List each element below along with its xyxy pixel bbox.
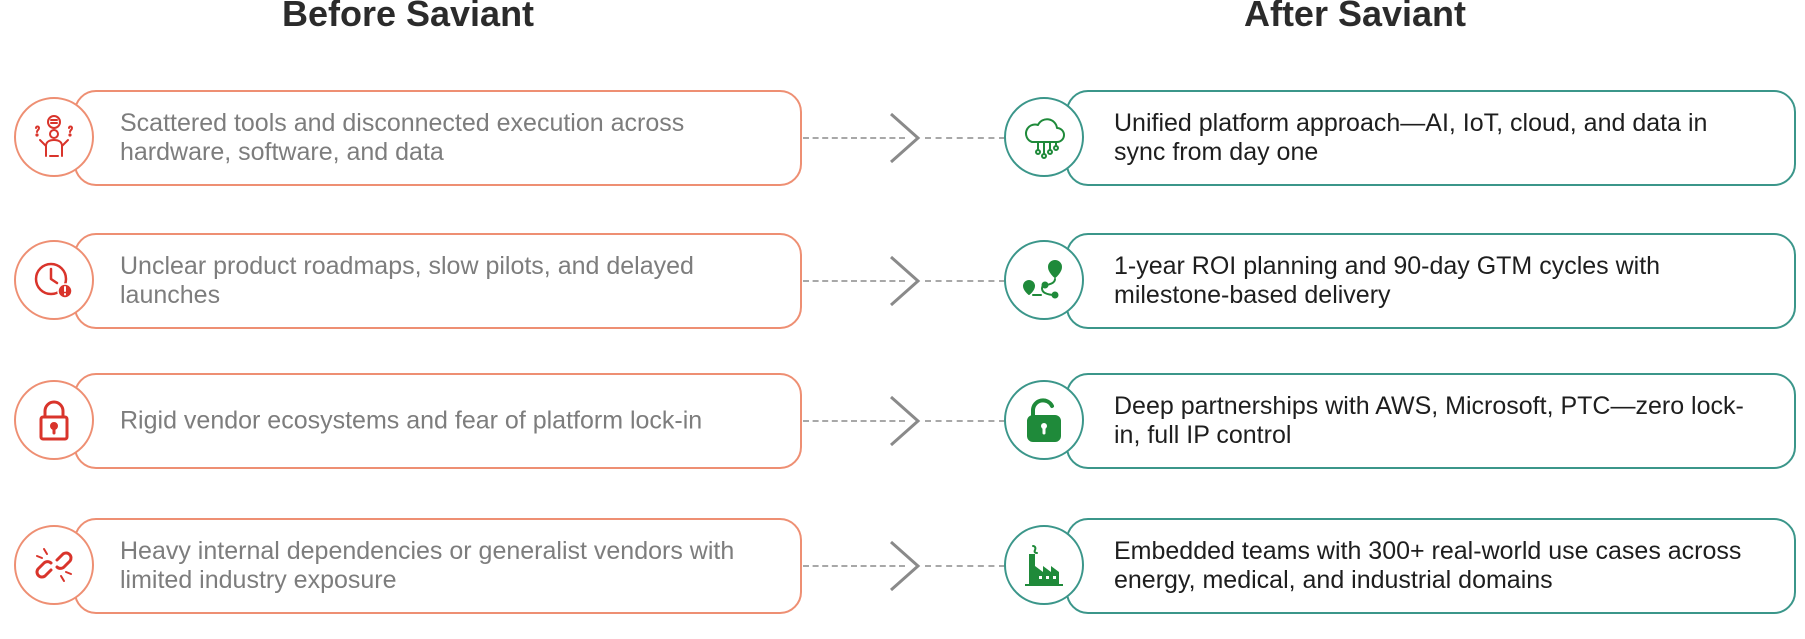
before-card-text: Unclear product roadmaps, slow pilots, a…	[120, 252, 694, 309]
dashed-connector	[925, 420, 1005, 422]
before-card: Rigid vendor ecosystems and fear of plat…	[74, 373, 802, 469]
lock-icon	[14, 380, 94, 460]
dashed-connector	[803, 280, 905, 282]
comparison-row: Heavy internal dependencies or generalis…	[0, 518, 1805, 622]
after-card: Embedded teams with 300+ real-world use …	[1066, 518, 1796, 614]
before-card: Unclear product roadmaps, slow pilots, a…	[74, 233, 802, 329]
unlock-icon	[1004, 380, 1084, 460]
after-card-text: Deep partnerships with AWS, Microsoft, P…	[1114, 392, 1744, 449]
before-column-title: Before Saviant	[281, 0, 535, 34]
dashed-connector	[925, 565, 1005, 567]
dashed-connector	[925, 137, 1005, 139]
before-card-text: Rigid vendor ecosystems and fear of plat…	[120, 406, 703, 435]
after-card-text: Embedded teams with 300+ real-world use …	[1114, 537, 1742, 594]
before-card-text: Heavy internal dependencies or generalis…	[120, 537, 735, 594]
after-card: Unified platform approach—AI, IoT, cloud…	[1066, 90, 1796, 186]
after-card-text: Unified platform approach—AI, IoT, cloud…	[1114, 109, 1708, 166]
dashed-connector	[925, 280, 1005, 282]
before-card: Heavy internal dependencies or generalis…	[74, 518, 802, 614]
comparison-row: Unclear product roadmaps, slow pilots, a…	[0, 233, 1805, 337]
cloud-circuit-icon	[1004, 97, 1084, 177]
chevron-right-icon	[890, 112, 921, 164]
dashed-connector	[803, 565, 905, 567]
chevron-right-icon	[890, 255, 921, 307]
before-card-text: Scattered tools and disconnected executi…	[120, 109, 685, 166]
factory-icon	[1004, 525, 1084, 605]
chevron-right-icon	[890, 395, 921, 447]
chevron-right-icon	[890, 540, 921, 592]
after-column-title: After Saviant	[1243, 0, 1467, 34]
broken-chain-icon	[14, 525, 94, 605]
clock-alert-icon	[14, 240, 94, 320]
before-card: Scattered tools and disconnected executi…	[74, 90, 802, 186]
after-card: Deep partnerships with AWS, Microsoft, P…	[1066, 373, 1796, 469]
comparison-row: Scattered tools and disconnected executi…	[0, 90, 1805, 194]
after-card: 1-year ROI planning and 90-day GTM cycle…	[1066, 233, 1796, 329]
after-card-text: 1-year ROI planning and 90-day GTM cycle…	[1114, 252, 1661, 309]
route-map-icon	[1004, 240, 1084, 320]
dashed-connector	[803, 137, 905, 139]
comparison-row: Rigid vendor ecosystems and fear of plat…	[0, 373, 1805, 477]
dashed-connector	[803, 420, 905, 422]
confused-person-icon	[14, 97, 94, 177]
